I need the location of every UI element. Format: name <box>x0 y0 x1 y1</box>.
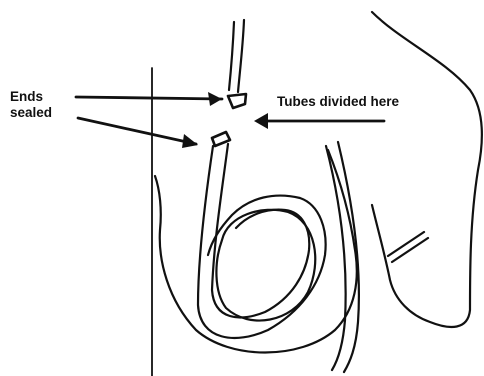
scrotum-outline <box>155 150 357 353</box>
upper-tube-left-wall <box>229 22 234 90</box>
arrowhead-ends-upper <box>208 92 222 106</box>
ends-sealed-line2: sealed <box>10 105 52 121</box>
arrow-ends-upper <box>76 97 222 99</box>
upper-tube-sealed-end <box>228 94 246 108</box>
ends-sealed-label: Ends sealed <box>10 89 52 121</box>
penis-outline <box>372 12 482 327</box>
arrow-ends-lower <box>78 118 196 144</box>
right-cord-left-wall <box>326 146 346 370</box>
arrowhead-ends-lower <box>182 134 198 148</box>
ends-sealed-line1: Ends <box>10 89 52 105</box>
upper-tube-right-wall <box>238 20 244 92</box>
lower-tube-outer-wall <box>198 146 326 338</box>
testis-outline <box>216 210 315 321</box>
arrowhead-tubes-divided <box>254 113 268 129</box>
tubes-divided-label: Tubes divided here <box>277 94 399 110</box>
